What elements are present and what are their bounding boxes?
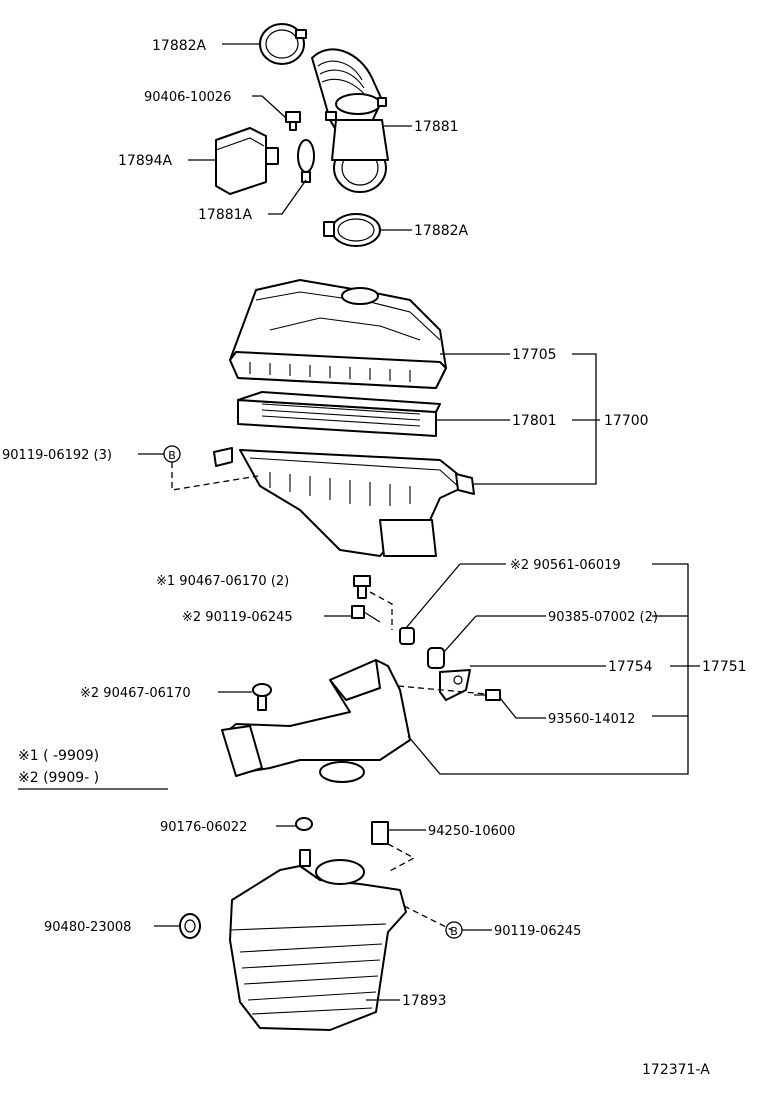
inlet-duct-17751 — [221, 659, 411, 783]
part-labels: 17882A 90406-10026 17881 17894A 17881A 1… — [2, 38, 747, 1078]
note-1: ※1 ( -9909) — [18, 748, 99, 764]
label-90480-23008: 90480-23008 — [44, 920, 131, 935]
leader-lines — [18, 43, 700, 1001]
label-93560-14012: 93560-14012 — [548, 712, 635, 727]
dashed-lines — [171, 462, 487, 931]
bolt-90467-a — [353, 575, 371, 599]
air-cleaner-case — [213, 447, 475, 557]
air-cleaner-case-17893 — [229, 849, 407, 1031]
figure-number: 172371-A — [642, 1062, 710, 1078]
nut-94250 — [371, 821, 389, 845]
label-17882a-bottom: 17882A — [414, 223, 469, 239]
label-17700: 17700 — [604, 413, 649, 429]
label-17754: 17754 — [608, 659, 653, 675]
air-cleaner-cap-17705 — [229, 279, 447, 389]
b-marker-1: B — [163, 445, 181, 463]
label-17882a-top: 17882A — [152, 38, 207, 54]
label-90119-06245-a: ※2 90119-06245 — [182, 610, 293, 625]
grommet-90480 — [179, 913, 201, 939]
screw-93560 — [474, 689, 501, 701]
b-marker-2-text: B — [450, 925, 458, 938]
cushion-90385 — [427, 647, 445, 669]
label-90467-06170-b: ※2 90467-06170 — [80, 686, 191, 701]
label-94250-10600: 94250-10600 — [428, 824, 515, 839]
b-marker-1-text: B — [168, 449, 176, 462]
bolt-90406 — [285, 111, 301, 131]
grommet-90561 — [399, 627, 415, 645]
hose-clamp-bottom-17882a — [323, 213, 381, 247]
plug-90176 — [295, 817, 313, 831]
label-90467-06170-a: ※1 90467-06170 (2) — [156, 574, 289, 589]
label-90119-06245-b: 90119-06245 — [494, 924, 581, 939]
b-marker-2: B — [445, 921, 463, 939]
label-17893: 17893 — [402, 993, 447, 1009]
bracket-17754 — [439, 669, 471, 701]
note-2: ※2 (9909- ) — [18, 770, 99, 786]
label-90406-10026: 90406-10026 — [144, 90, 231, 105]
label-17751: 17751 — [702, 659, 747, 675]
bolt-90119-06245-a — [351, 605, 381, 623]
air-filter-element-17801 — [237, 391, 441, 437]
cover-17894a — [215, 127, 279, 195]
label-17881: 17881 — [414, 119, 459, 135]
label-90561-06019: ※2 90561-06019 — [510, 558, 621, 573]
label-17705: 17705 — [512, 347, 557, 363]
label-90176-06022: 90176-06022 — [160, 820, 247, 835]
label-90385-07002: 90385-07002 (2) — [548, 610, 658, 625]
label-17894a: 17894A — [118, 153, 173, 169]
intake-hose-17881 — [311, 48, 389, 193]
label-17881a: 17881A — [198, 207, 253, 223]
label-90119-06192: 90119-06192 (3) — [2, 448, 112, 463]
bolt-90467-b — [252, 683, 272, 711]
clamp-17881a — [297, 139, 315, 183]
label-17801: 17801 — [512, 413, 557, 429]
hose-clamp-top-17882a — [259, 23, 307, 65]
